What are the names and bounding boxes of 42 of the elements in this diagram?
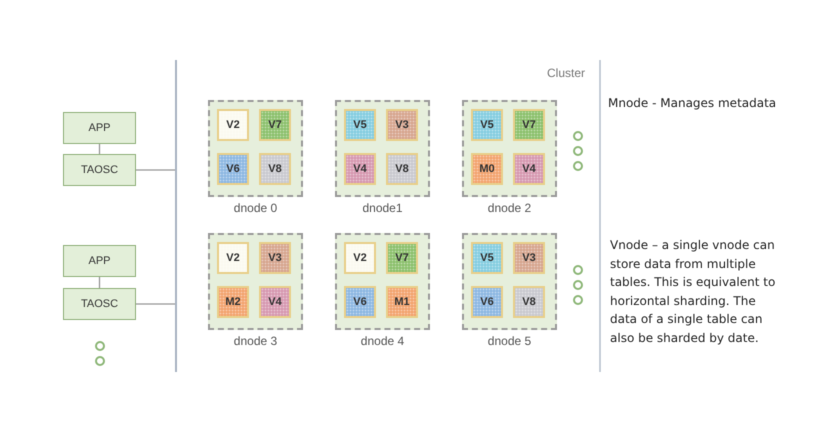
node-label: dnode 4 — [360, 334, 406, 348]
vnode-box: V7 — [386, 242, 418, 274]
vnode-box: V5 — [471, 109, 503, 141]
node-label: dnode 2 — [486, 201, 532, 215]
vnode-box: V7 — [513, 109, 545, 141]
note-text: Mnode - Manages metadata — [608, 95, 778, 112]
vnode-box: V5 — [471, 242, 503, 274]
client-box: APP — [63, 245, 136, 277]
vnode-box: V3 — [259, 242, 291, 274]
node-label: dnode 3 — [232, 334, 278, 348]
connector-line — [98, 277, 100, 288]
vnode-box: M0 — [471, 153, 503, 185]
vnode-box: V3 — [386, 109, 418, 141]
vnode-box: V8 — [386, 153, 418, 185]
note-text: Vnode – a single vnode can store data from multiple tables. This is equivalent to horizontal sharding. The data of a single table can also be sharded by date. — [610, 237, 776, 346]
vnode-box: V2 — [344, 242, 376, 274]
node-label: dnode1 — [361, 201, 404, 215]
bus-line — [175, 60, 177, 372]
vnode-box: V6 — [471, 286, 503, 318]
vnode-box: V2 — [217, 109, 249, 141]
vnode-box: V4 — [344, 153, 376, 185]
client-box: TAOSC — [63, 288, 136, 320]
vnode-box: M2 — [217, 286, 249, 318]
vnode-box: V4 — [259, 286, 291, 318]
connector-line — [136, 303, 175, 305]
vnode-box: V8 — [513, 286, 545, 318]
node-label: dnode 0 — [232, 201, 278, 215]
vnode-box: V8 — [259, 153, 291, 185]
cluster-label: Cluster — [546, 66, 585, 80]
connector-line — [136, 169, 175, 171]
vnode-box: V7 — [259, 109, 291, 141]
vnode-box: V5 — [344, 109, 376, 141]
node-label: dnode 5 — [486, 334, 532, 348]
connector-line — [98, 144, 100, 154]
vnode-box: V6 — [217, 153, 249, 185]
vnode-box: V4 — [513, 153, 545, 185]
vnode-box: M1 — [386, 286, 418, 318]
client-box: TAOSC — [63, 154, 136, 186]
vnode-box: V2 — [217, 242, 249, 274]
vnode-box: V6 — [344, 286, 376, 318]
vnode-box: V3 — [513, 242, 545, 274]
client-box: APP — [63, 112, 136, 144]
